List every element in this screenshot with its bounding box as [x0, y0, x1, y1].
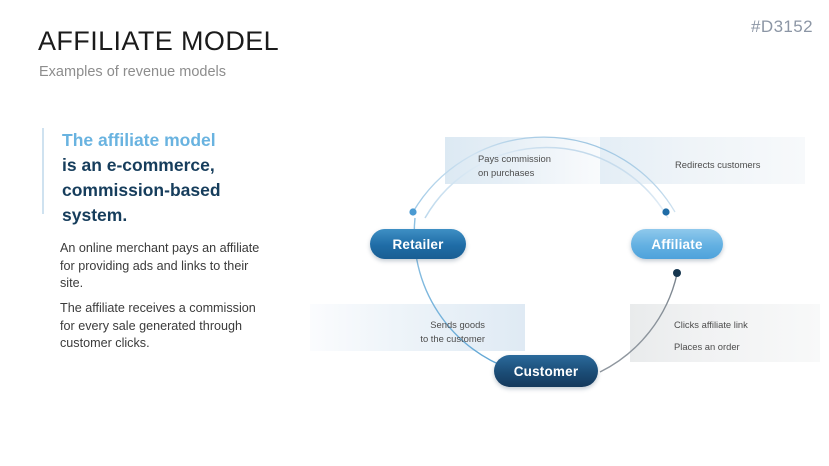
dot-affiliate-top — [662, 208, 670, 216]
body-paragraph-2: The affiliate receives a commission for … — [60, 301, 256, 350]
dot-retailer-top — [409, 208, 417, 216]
arc-retailer-to-affiliate-inner — [424, 146, 669, 219]
node-affiliate[interactable]: Affiliate — [631, 229, 723, 259]
lead-statement: The affiliate model is an e-commerce, co… — [62, 128, 267, 228]
label-redirects-customers: Redirects customers — [675, 159, 761, 170]
lead-rest: is an e-commerce, commission-based syste… — [62, 155, 221, 225]
page-title: AFFILIATE MODEL — [38, 26, 280, 56]
arc-retailer-to-affiliate-outer — [412, 136, 676, 213]
node-customer[interactable]: Customer — [494, 355, 598, 387]
lead-highlight: The affiliate model — [62, 130, 216, 150]
accent-bar — [42, 128, 44, 214]
arc-customer-to-affiliate — [599, 273, 678, 373]
band-top-right — [600, 137, 805, 184]
page-subtitle: Examples of revenue models — [39, 64, 226, 80]
band-bottom-left — [310, 304, 525, 351]
body-paragraph-1: An online merchant pays an affiliate for… — [60, 241, 260, 290]
dot-affiliate-bottom — [673, 269, 681, 277]
label-clicks-affiliate-link: Clicks affiliate link — [674, 319, 748, 330]
label-places-an-order: Places an order — [674, 341, 740, 352]
page-id: #D3152 — [751, 17, 813, 36]
node-retailer[interactable]: Retailer — [370, 229, 466, 259]
